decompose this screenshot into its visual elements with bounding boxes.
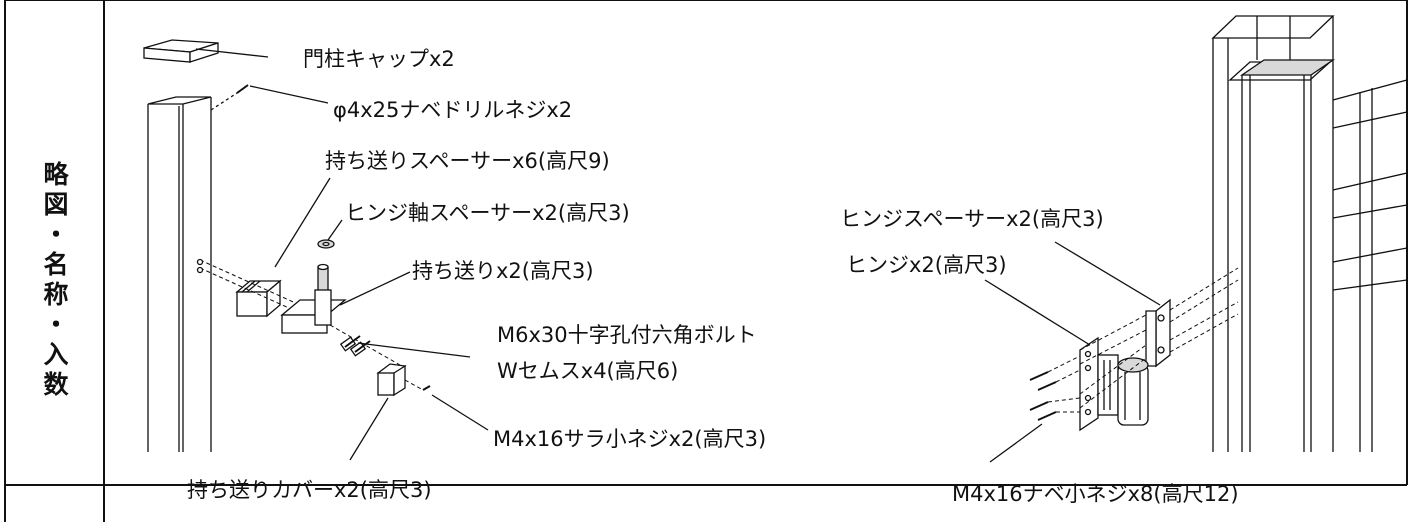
hinge-shaft-spacer xyxy=(317,239,335,249)
side-title: 略 図 ・ 名 称 ・ 入 数 xyxy=(38,160,74,400)
side-char: ・ xyxy=(43,220,69,249)
post-cap xyxy=(143,39,219,63)
label-bolt-line1: M6x30十字孔付六角ボルト xyxy=(497,323,757,347)
side-char: 入 xyxy=(43,340,69,369)
fence-structure xyxy=(1211,15,1408,452)
carry-bracket xyxy=(280,263,401,366)
drill-screw xyxy=(210,84,249,111)
label-hinge-spacer: ヒンジスペーサーx2(高尺3) xyxy=(840,207,1104,231)
label-carry-spacer: 持ち送りスペーサーx6(高尺9) xyxy=(325,149,610,173)
hinge-spacer-plate xyxy=(1145,267,1239,368)
label-drill-screw: φ4x25ナベドリルネジx2 xyxy=(333,98,573,122)
side-char: 称 xyxy=(43,280,69,309)
hinge xyxy=(1079,314,1149,432)
label-hinge: ヒンジx2(高尺3) xyxy=(846,253,1007,277)
label-hinge-shaft-spacer: ヒンジ軸スペーサーx2(高尺3) xyxy=(345,201,630,225)
frame-lines xyxy=(4,0,1408,522)
label-flat-screw: M4x16サラ小ネジx2(高尺3) xyxy=(493,427,767,451)
side-char: 数 xyxy=(43,370,69,399)
label-carry-cover: 持ち送りカバーx2(高尺3) xyxy=(187,478,432,502)
label-cap: 門柱キャップx2 xyxy=(303,47,455,71)
side-char: 略 xyxy=(43,160,69,189)
gate-post xyxy=(147,96,212,452)
flat-screw xyxy=(404,379,431,391)
leader-lines-right xyxy=(984,241,1161,463)
label-pan-screw: M4x16ナベ小ネジx8(高尺12) xyxy=(952,482,1239,506)
side-char: ・ xyxy=(43,310,69,339)
side-char: 図 xyxy=(43,190,69,219)
carry-cover xyxy=(376,363,407,397)
label-bolt-line2: Wセムスx4(高尺6) xyxy=(497,359,679,383)
pan-screws xyxy=(1029,355,1081,421)
side-char: 名 xyxy=(43,250,69,279)
bolts xyxy=(339,335,371,357)
carry-spacers xyxy=(196,258,301,318)
leader-lines-left xyxy=(195,48,489,461)
label-carry: 持ち送りx2(高尺3) xyxy=(412,259,594,283)
